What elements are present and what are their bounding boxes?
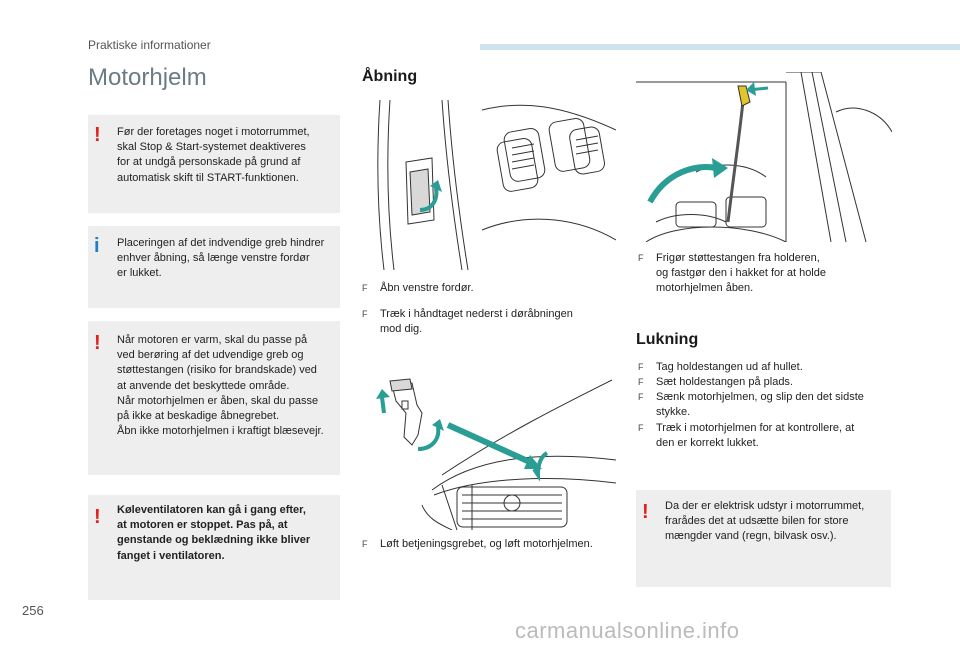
text-line: skal Stop & Start-systemet deaktiveres xyxy=(117,141,306,154)
step-bullet: F xyxy=(638,377,644,387)
text-line: at motoren er stoppet. Pas på, at xyxy=(117,519,288,532)
text-line: at anvende det beskyttede område. xyxy=(117,379,290,392)
text-line: Sæt holdestangen på plads. xyxy=(656,376,793,388)
step-bullet: F xyxy=(638,423,644,433)
text-line: Løft betjeningsgrebet, og løft motorhjel… xyxy=(380,538,593,550)
text-line: motorhjelmen åben. xyxy=(656,282,754,294)
step-bullet: F xyxy=(362,539,368,549)
step-open-door: F Åbn venstre fordør. xyxy=(362,281,616,296)
warning-box-hot-engine: ! Når motoren er varm, skal du passe på … xyxy=(88,321,340,475)
warning-icon: ! xyxy=(94,124,101,146)
prop-rod-diagram xyxy=(636,72,892,242)
text-line: Åbn ikke motorhjelmen i kraftigt blæseve… xyxy=(117,425,324,438)
text-line: mod dig. xyxy=(380,323,423,335)
step-bullet: F xyxy=(362,309,368,319)
text-line: fanget i ventilatoren. xyxy=(117,549,225,562)
step-release-rod: F Frigør støttestangen fra holderen, og … xyxy=(638,251,892,296)
illustration-front-hood-lever xyxy=(362,365,616,530)
lever-diagram xyxy=(377,100,616,270)
warning-box-stop-start: ! Før der foretages noget i motorrummet,… xyxy=(88,115,340,213)
text-line: Sænk motorhjelmen, og slip den det sidst… xyxy=(656,391,864,403)
text-line: genstande og beklædning ikke bliver xyxy=(117,534,311,547)
step-bullet: F xyxy=(362,283,368,293)
text-line: frarådes det at udsætte bilen for store xyxy=(665,515,849,528)
text-line: den er korrekt lukket. xyxy=(656,437,759,449)
illustration-interior-lever xyxy=(362,100,616,270)
warning-text: Da der er elektrisk udstyr i motorrummet… xyxy=(665,499,885,545)
text-line: Når motoren er varm, skal du passe på xyxy=(117,334,308,346)
step-close-4: F Træk i motorhjelmen for at kontrollere… xyxy=(638,421,892,451)
warning-icon: ! xyxy=(642,501,649,523)
text-line: Da der er elektrisk udstyr i motorrummet… xyxy=(665,500,865,512)
text-line: Når motorhjelmen er åben, skal du passe xyxy=(117,394,319,407)
warning-icon: ! xyxy=(94,506,101,528)
page-number: 256 xyxy=(22,603,44,618)
text-line: Tag holdestangen ud af hullet. xyxy=(656,361,803,373)
step-lift-lever: F Løft betjeningsgrebet, og løft motorhj… xyxy=(362,537,622,552)
text-line: støttestangen (risiko for brandskade) ve… xyxy=(117,364,317,377)
info-box-inner-lever: i Placeringen af det indvendige greb hin… xyxy=(88,226,340,308)
text-line: enhver åbning, så længe venstre fordør xyxy=(117,252,310,265)
step-pull-handle: F Træk i håndtaget nederst i døråbningen… xyxy=(362,307,616,337)
text-line: Træk i motorhjelmen for at kontrollere, … xyxy=(656,422,855,434)
heading-closing: Lukning xyxy=(636,331,699,348)
text-line: Før der foretages noget i motorrummet, xyxy=(117,126,310,138)
warning-icon: ! xyxy=(94,332,101,354)
info-text: Placeringen af det indvendige greb hindr… xyxy=(117,236,334,282)
text-line: ved berøring af det udvendige greb og xyxy=(117,349,304,362)
text-line: Åbn venstre fordør. xyxy=(380,282,474,294)
text-line: og fastgør den i hakket for at holde xyxy=(656,267,826,279)
step-close-3: F Sænk motorhjelmen, og slip den det sid… xyxy=(638,390,892,420)
step-bullet: F xyxy=(638,362,644,372)
watermark: carmanualsonline.info xyxy=(515,618,740,643)
warning-text: Før der foretages noget i motorrummet, s… xyxy=(117,125,334,186)
step-bullet: F xyxy=(638,253,644,263)
warning-text: Når motoren er varm, skal du passe på ve… xyxy=(117,333,334,439)
header-bar xyxy=(480,44,960,50)
text-line: på ikke at beskadige åbnegrebet. xyxy=(117,410,280,423)
illustration-prop-rod xyxy=(636,72,892,242)
info-icon: i xyxy=(94,235,100,257)
heading-opening: Åbning xyxy=(362,68,418,85)
front-car-diagram xyxy=(376,378,616,530)
text-line: for at undgå personskade på grund af xyxy=(117,156,301,169)
text-line: Frigør støttestangen fra holderen, xyxy=(656,252,820,264)
text-line: Træk i håndtaget nederst i døråbningen xyxy=(380,308,573,320)
text-line: automatisk skift til START-funktionen. xyxy=(117,171,299,184)
step-close-2: F Sæt holdestangen på plads. xyxy=(638,375,892,390)
step-bullet: F xyxy=(638,392,644,402)
text-line: Køleventilatoren kan gå i gang efter, xyxy=(117,504,306,516)
warning-box-fan: ! Køleventilatoren kan gå i gang efter, … xyxy=(88,495,340,600)
warning-text: Køleventilatoren kan gå i gang efter, at… xyxy=(117,503,334,564)
page-title: Motorhjelm xyxy=(88,64,207,91)
section-label: Praktiske informationer xyxy=(88,38,211,52)
step-close-1: F Tag holdestangen ud af hullet. xyxy=(638,360,892,375)
warning-box-electrical: ! Da der er elektrisk udstyr i motorrumm… xyxy=(636,490,891,587)
text-line: er lukket. xyxy=(117,267,162,280)
text-line: Placeringen af det indvendige greb hindr… xyxy=(117,237,325,249)
text-line: stykke. xyxy=(656,406,691,418)
text-line: mængder vand (regn, bilvask osv.). xyxy=(665,530,837,543)
